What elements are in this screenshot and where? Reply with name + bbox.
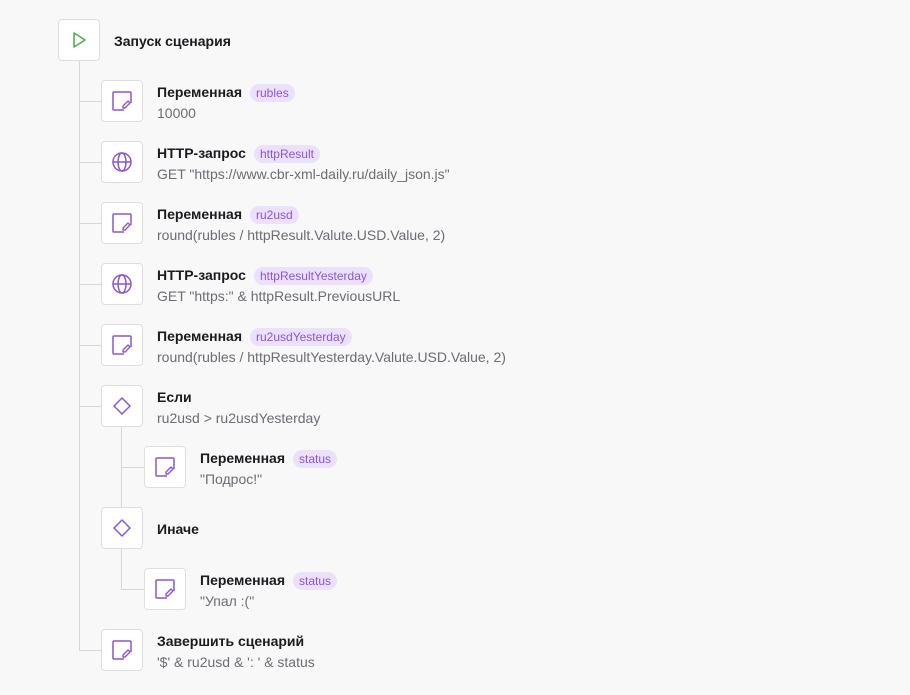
variable-node[interactable] — [101, 324, 143, 366]
step-title-text: HTTP-запрос — [157, 267, 246, 283]
tree-connector — [121, 589, 145, 590]
diamond-icon — [113, 397, 131, 415]
note-edit-icon — [155, 457, 175, 477]
tree-connector — [121, 549, 122, 590]
variable-node[interactable] — [101, 80, 143, 122]
globe-icon — [112, 152, 132, 172]
tree-connector — [121, 427, 122, 528]
globe-icon — [112, 274, 132, 294]
step-value: GET "https:" & httpResult.PreviousURL — [157, 288, 401, 304]
step-title-text: HTTP-запрос — [157, 145, 246, 161]
step-value: round(rubles / httpResult.Valute.USD.Val… — [157, 227, 446, 243]
if-node[interactable] — [101, 385, 143, 427]
step-value: '$' & ru2usd & ': ' & status — [157, 654, 315, 670]
step-value: ru2usd > ru2usdYesterday — [157, 410, 321, 426]
start-label: Запуск сценария — [114, 33, 231, 49]
note-edit-icon — [112, 335, 132, 355]
step-value: round(rubles / httpResultYesterday.Valut… — [157, 349, 506, 365]
variable-tag: status — [293, 450, 338, 468]
step-title-text: Переменная — [200, 572, 286, 588]
play-icon — [73, 32, 86, 48]
step-title: Переменная ru2usd — [157, 206, 299, 224]
step-value: 10000 — [157, 105, 196, 121]
variable-tag: status — [293, 572, 338, 590]
tree-connector — [79, 61, 80, 651]
http-request-node[interactable] — [101, 141, 143, 183]
note-edit-icon — [155, 579, 175, 599]
step-value: "Подрос!" — [200, 471, 263, 487]
step-title-text: Переменная — [157, 328, 243, 344]
start-node[interactable] — [58, 19, 100, 61]
variable-node[interactable] — [144, 446, 186, 488]
step-title: HTTP-запрос httpResult — [157, 145, 320, 163]
step-value: "Упал :(" — [200, 593, 255, 609]
step-title: Переменная rubles — [157, 84, 295, 102]
tree-connector — [79, 162, 101, 163]
tree-connector — [79, 650, 101, 651]
else-node[interactable] — [101, 507, 143, 549]
variable-tag: rubles — [250, 84, 295, 102]
tree-connector — [79, 284, 101, 285]
variable-tag: ru2usdYesterday — [250, 328, 352, 346]
step-title-text: Переменная — [157, 84, 243, 100]
variable-tag: httpResultYesterday — [253, 267, 373, 285]
note-edit-icon — [112, 213, 132, 233]
step-title: Завершить сценарий — [157, 633, 305, 649]
step-title: Переменная ru2usdYesterday — [157, 328, 352, 346]
step-title-text: Переменная — [200, 450, 286, 466]
step-title: Иначе — [157, 521, 199, 537]
variable-node[interactable] — [144, 568, 186, 610]
tree-connector — [79, 223, 101, 224]
tree-connector — [79, 406, 101, 407]
step-title: Переменная status — [200, 572, 338, 590]
tree-connector — [79, 345, 101, 346]
step-title: Переменная status — [200, 450, 338, 468]
diamond-icon — [113, 519, 131, 537]
variable-tag: httpResult — [253, 145, 320, 163]
end-scenario-node[interactable] — [101, 629, 143, 671]
tree-connector — [121, 467, 145, 468]
variable-node[interactable] — [101, 202, 143, 244]
step-value: GET "https://www.cbr-xml-daily.ru/daily_… — [157, 166, 450, 182]
step-title: HTTP-запрос httpResultYesterday — [157, 267, 373, 285]
step-title: Если — [157, 389, 192, 405]
note-edit-icon — [112, 91, 132, 111]
tree-connector — [79, 101, 101, 102]
http-request-node[interactable] — [101, 263, 143, 305]
variable-tag: ru2usd — [250, 206, 299, 224]
note-edit-icon — [112, 640, 132, 660]
step-title-text: Переменная — [157, 206, 243, 222]
